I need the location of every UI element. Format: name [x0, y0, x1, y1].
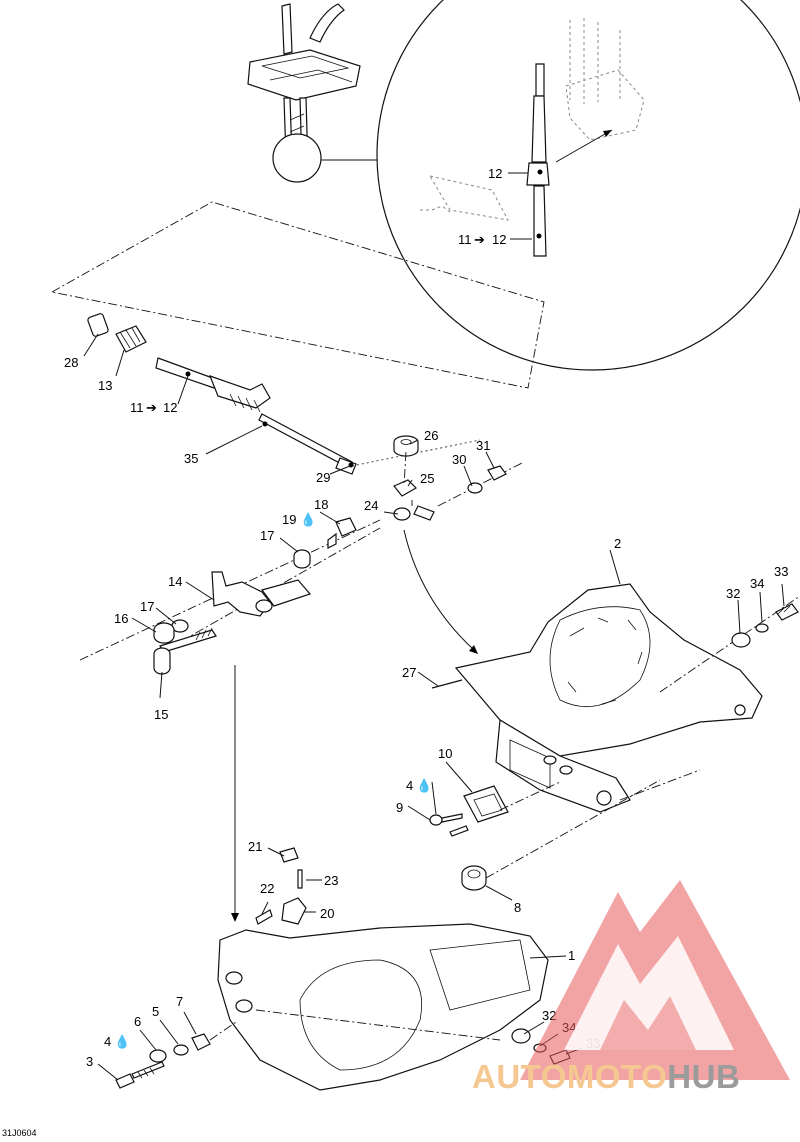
- callout-30: 30: [452, 452, 466, 467]
- droplet-icon: 💧: [416, 778, 432, 793]
- callout-20: 20: [320, 906, 334, 921]
- callout-17-upper: 17: [260, 528, 274, 543]
- callout-12-inset-b: 12: [492, 232, 506, 247]
- callout-21: 21: [248, 839, 262, 854]
- callout-28: 28: [64, 355, 78, 370]
- callout-15: 15: [154, 707, 168, 722]
- callout-10: 10: [438, 746, 452, 761]
- arrow-right-icon: ➔: [146, 400, 157, 415]
- callout-11-main: 11: [130, 400, 144, 415]
- clevis-hardware: [393, 435, 525, 521]
- lever-small-parts: [255, 847, 307, 925]
- callout-9: 9: [396, 800, 403, 815]
- brand-part1: AUTOMOTO: [472, 1058, 668, 1095]
- callout-33-upper: 33: [774, 564, 788, 579]
- callout-26: 26: [424, 428, 438, 443]
- mounting-bracket: [454, 583, 800, 813]
- callout-32-upper: 32: [726, 586, 740, 601]
- callout-13: 13: [98, 378, 112, 393]
- callout-14: 14: [168, 574, 182, 589]
- callout-18: 18: [314, 497, 328, 512]
- callout-3: 3: [86, 1054, 93, 1069]
- arrow-right-icon: ➔: [474, 232, 485, 247]
- callout-4-mid: 4: [406, 778, 413, 793]
- callout-6: 6: [134, 1014, 141, 1029]
- callout-8: 8: [514, 900, 521, 915]
- bushing: [461, 779, 661, 891]
- callout-2: 2: [614, 536, 621, 551]
- detail-focus-circle: [272, 133, 322, 183]
- callout-12-main: 12: [163, 400, 177, 415]
- callout-25: 25: [420, 471, 434, 486]
- callout-31: 31: [476, 438, 490, 453]
- callout-27: 27: [402, 665, 416, 680]
- callout-29: 29: [316, 470, 330, 485]
- callout-12-inset: 12: [488, 166, 502, 181]
- callout-5: 5: [152, 1004, 159, 1019]
- callout-19: 19: [282, 512, 296, 527]
- diagram-reference-code: 31J0604: [2, 1128, 37, 1138]
- brand-part2: HUB: [667, 1058, 741, 1095]
- assembly-outline: [50, 201, 545, 389]
- callout-4-left: 4: [104, 1034, 111, 1049]
- droplet-icon: 💧: [300, 512, 316, 527]
- callout-22: 22: [260, 881, 274, 896]
- callout-11-inset: 11: [458, 232, 472, 247]
- callout-23: 23: [324, 873, 338, 888]
- detail-inset: [376, 0, 800, 371]
- callout-16: 16: [114, 611, 128, 626]
- droplet-icon: 💧: [114, 1034, 130, 1049]
- callout-labels: 28 13 11 ➔ 12 35 29 26 25 24 30 31 18 19…: [64, 355, 788, 1069]
- bellcrank-assembly: [79, 517, 381, 675]
- cable-assembly: [87, 313, 481, 475]
- automotohub-logo: [520, 880, 790, 1080]
- callout-1: 1: [568, 948, 575, 963]
- callout-24: 24: [364, 498, 378, 513]
- pin: [431, 679, 463, 689]
- left-bolt-stack: [115, 1021, 237, 1089]
- brand-wordmark: AUTOMOTOHUB: [472, 1058, 740, 1096]
- callout-17-lower: 17: [140, 599, 154, 614]
- callout-35: 35: [184, 451, 198, 466]
- callout-7: 7: [176, 994, 183, 1009]
- callout-34-upper: 34: [750, 576, 764, 591]
- shift-plate: [429, 781, 561, 837]
- install-arrow-curved: [403, 529, 475, 651]
